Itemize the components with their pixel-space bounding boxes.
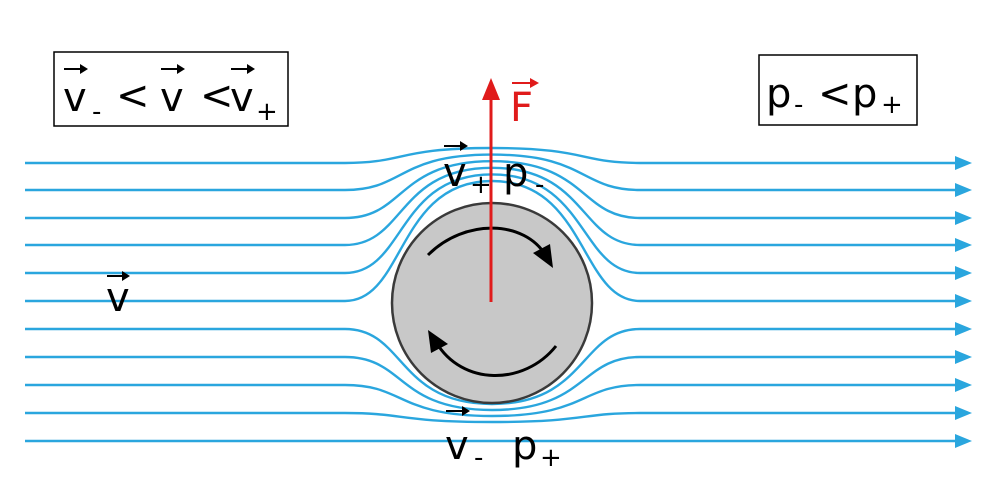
streamline-arrowhead-icon <box>955 183 972 197</box>
pressure-inequality-box: p - < p + <box>758 54 918 126</box>
less-than-1: < <box>116 73 150 119</box>
lift-force-arrow-icon <box>482 78 500 302</box>
v-free: v <box>160 75 184 121</box>
v-minus-sign: - <box>92 97 101 127</box>
p-minus-sign: - <box>794 90 803 120</box>
streamline-arrowhead-icon <box>955 434 972 448</box>
top-p: p <box>503 150 528 196</box>
streamline <box>25 411 955 424</box>
streamline-arrowhead-icon <box>955 322 972 336</box>
streamline-arrowhead-icon <box>955 378 972 392</box>
free-stream-velocity-label: v <box>106 271 130 321</box>
streamline-arrowhead-icon <box>955 294 972 308</box>
streamline-arrowhead-icon <box>955 266 972 280</box>
streamline-arrowhead-icon <box>955 350 972 364</box>
p-plus: p <box>852 71 877 117</box>
bottom-v: v <box>445 423 469 469</box>
rotation-arrow-bottom-icon <box>434 341 558 377</box>
clockwise-rotation-icon <box>426 226 558 377</box>
velocity-inequality-box: v - < v < v + <box>53 51 289 127</box>
pressure-inequality-frame <box>758 54 918 126</box>
bottom-p-sign: + <box>540 443 562 473</box>
less-than: < <box>818 71 852 117</box>
v-minus: v <box>63 75 87 121</box>
streamline <box>25 383 955 418</box>
top-p-sign: - <box>535 170 544 200</box>
rotation-arrow-top-icon <box>426 226 548 257</box>
p-minus: p <box>766 71 791 117</box>
top-flow-label: v + p - <box>443 141 544 200</box>
rotation-arrowhead-bottom-icon <box>428 330 448 353</box>
free-stream-v: v <box>106 275 130 321</box>
streamline-arrowhead-icon <box>955 406 972 420</box>
top-v-sign: + <box>470 170 492 200</box>
rotation-arrowhead-top-icon <box>533 244 553 268</box>
less-than-2: < <box>200 73 234 119</box>
velocity-inequality-frame <box>53 51 289 127</box>
bottom-v-sign: - <box>474 443 483 473</box>
streamline-arrowhead-icon <box>955 211 972 225</box>
top-v: v <box>443 150 467 196</box>
bottom-flow-label: v - p + <box>445 406 562 473</box>
streamline-arrowhead-icon <box>955 238 972 252</box>
force-label: F <box>510 78 539 131</box>
bottom-p: p <box>512 423 537 469</box>
v-plus-sign: + <box>256 97 278 127</box>
force-label-text: F <box>510 85 533 131</box>
v-plus: v <box>230 75 254 121</box>
p-plus-sign: + <box>881 90 903 120</box>
streamline <box>25 355 955 412</box>
streamline-arrowhead-icon <box>955 156 972 170</box>
